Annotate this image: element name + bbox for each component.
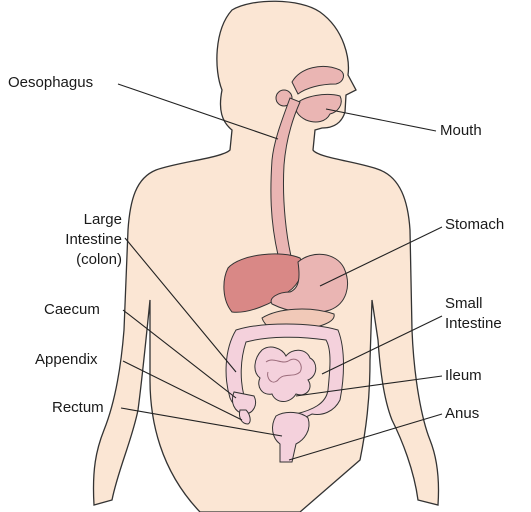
label-rectum: Rectum bbox=[52, 398, 104, 418]
label-large-intestine-line3: (colon) bbox=[44, 250, 122, 270]
label-appendix: Appendix bbox=[35, 350, 98, 370]
label-small-intestine-line2: Intestine bbox=[445, 314, 502, 334]
label-oesophagus: Oesophagus bbox=[8, 73, 93, 93]
label-large-intestine-line2: Intestine bbox=[44, 230, 122, 250]
label-large-intestine: Large Intestine (colon) bbox=[44, 210, 122, 270]
label-anus: Anus bbox=[445, 404, 479, 424]
label-small-intestine-line1: Small bbox=[445, 294, 502, 314]
label-small-intestine: Small Intestine bbox=[445, 294, 502, 334]
leader-mouth bbox=[326, 109, 436, 131]
label-caecum: Caecum bbox=[44, 300, 100, 320]
label-stomach: Stomach bbox=[445, 215, 504, 235]
label-mouth: Mouth bbox=[440, 121, 482, 141]
label-large-intestine-line1: Large bbox=[44, 210, 122, 230]
small-intestine bbox=[255, 347, 316, 401]
label-ileum: Ileum bbox=[445, 366, 482, 386]
